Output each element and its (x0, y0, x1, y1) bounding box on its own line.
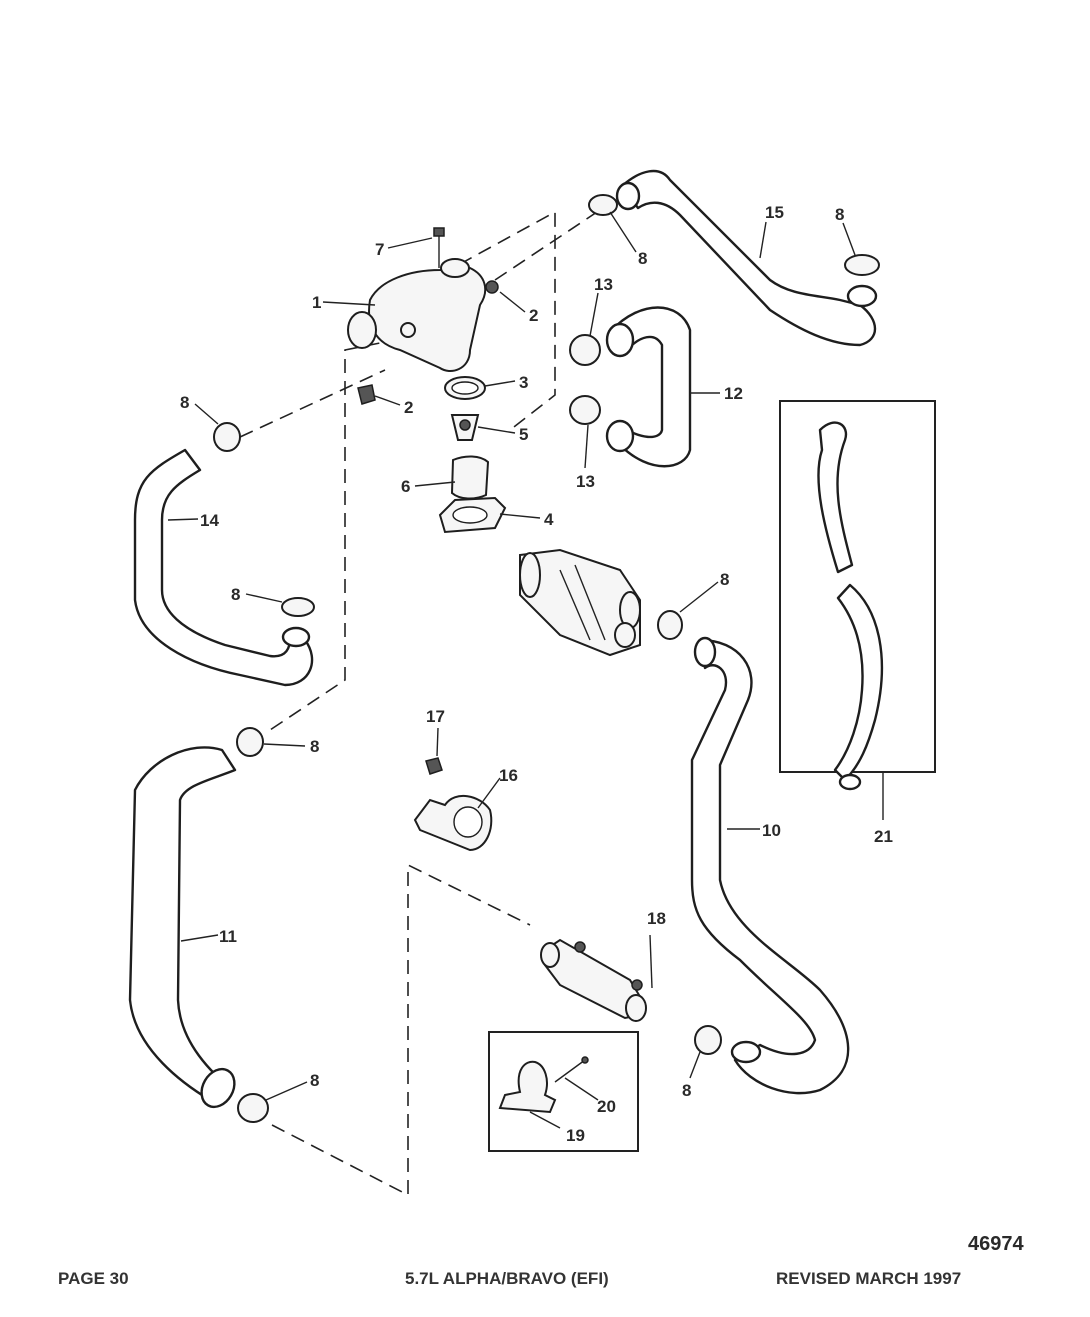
callout-labels: 1 7 2 2 3 5 6 4 8 8 8 8 8 8 8 8 15 13 13… (180, 203, 893, 1145)
leader-lines (167, 211, 884, 1129)
thermostat-housing (347, 227, 499, 405)
callout-14: 14 (200, 511, 219, 530)
callout-18: 18 (647, 909, 666, 928)
footer-page: PAGE 30 (58, 1269, 129, 1288)
callout-15: 15 (765, 203, 784, 222)
part-19-box (488, 1031, 639, 1152)
part-21-box (779, 400, 936, 791)
pump-assembly (519, 548, 641, 657)
callout-3: 3 (519, 373, 528, 392)
callout-13-top: 13 (594, 275, 613, 294)
footer-model: 5.7L ALPHA/BRAVO (EFI) (405, 1269, 609, 1288)
hose-15 (615, 169, 878, 347)
hose-10 (690, 636, 850, 1095)
callout-19: 19 (566, 1126, 585, 1145)
hose-14 (133, 448, 314, 687)
callout-8-top-center: 8 (638, 249, 647, 268)
callout-8-hose14: 8 (231, 585, 240, 604)
callout-4: 4 (544, 510, 554, 529)
callout-2-bottom: 2 (404, 398, 413, 417)
callout-2-top: 2 (529, 306, 538, 325)
hose-12 (605, 306, 692, 468)
callout-1: 1 (312, 293, 321, 312)
callout-11: 11 (219, 927, 237, 946)
callout-8-pump: 8 (720, 570, 729, 589)
thermostat-stack (438, 376, 507, 534)
callout-5: 5 (519, 425, 528, 444)
callout-6: 6 (401, 477, 410, 496)
hose-11 (128, 746, 237, 1109)
callout-8-hose11-bottom: 8 (310, 1071, 319, 1090)
hose-clamps (213, 194, 880, 1123)
callout-10: 10 (762, 821, 781, 840)
callout-12: 12 (724, 384, 743, 403)
footer-revision: REVISED MARCH 1997 (776, 1269, 962, 1288)
bracket-16 (413, 757, 493, 852)
fitting-18 (540, 938, 647, 1022)
callout-17: 17 (426, 707, 445, 726)
callout-21: 21 (874, 827, 893, 846)
callout-8-hose10: 8 (682, 1081, 691, 1100)
callout-8-left-top: 8 (180, 393, 189, 412)
callout-13-bottom: 13 (576, 472, 595, 491)
callout-8-top-right: 8 (835, 205, 844, 224)
drawing-number: 46974 (968, 1233, 1024, 1255)
callout-20: 20 (597, 1097, 616, 1116)
callout-16: 16 (499, 766, 518, 785)
callout-7: 7 (375, 240, 384, 259)
callout-8-hose11-top: 8 (310, 737, 319, 756)
